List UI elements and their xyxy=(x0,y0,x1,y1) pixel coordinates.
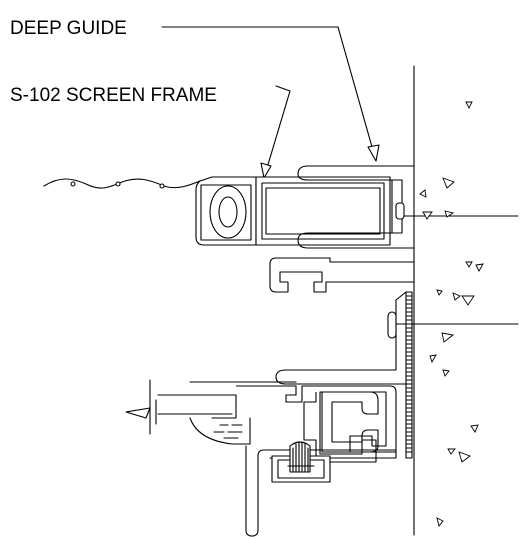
arrowhead-deep-guide xyxy=(367,144,380,162)
deep-guide xyxy=(297,165,415,249)
leader-deep-guide xyxy=(161,26,377,162)
leader-screen-frame xyxy=(263,85,291,179)
serrated-strip xyxy=(405,291,413,459)
label-deep-guide: DEEP GUIDE xyxy=(10,18,127,39)
wall xyxy=(395,65,519,536)
screen-frame xyxy=(195,176,391,246)
sill-extrusion xyxy=(236,291,407,463)
screen-mesh xyxy=(43,178,201,189)
arrowhead-screen-frame xyxy=(260,162,272,179)
anchor-upper xyxy=(269,257,415,293)
lower-frame xyxy=(125,379,397,537)
label-screen-frame: S-102 SCREEN FRAME xyxy=(10,85,217,106)
